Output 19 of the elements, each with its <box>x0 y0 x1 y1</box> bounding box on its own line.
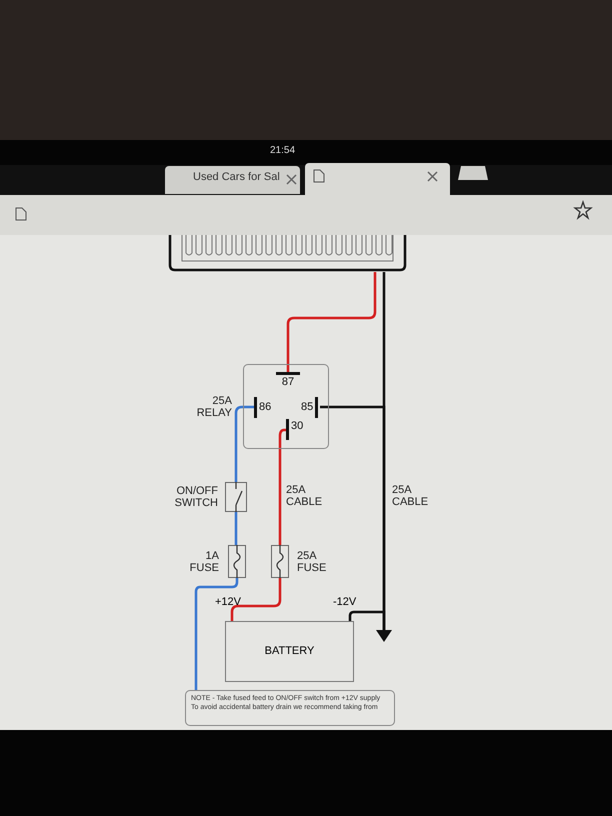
tab-title: Used Cars for Sal <box>193 171 280 183</box>
pin-label: 87 <box>276 372 300 388</box>
component-label: ON/OFF SWITCH <box>174 485 218 509</box>
wire <box>234 512 238 545</box>
pin-label: 30 <box>286 419 304 440</box>
heater-element-drawing <box>170 235 405 271</box>
battery-box: BATTERY <box>225 621 354 682</box>
component-label: 1A FUSE <box>188 550 219 574</box>
pin-label: 85 <box>301 397 318 418</box>
wire <box>348 610 386 630</box>
component-label: 25A RELAY <box>196 395 232 419</box>
ground-symbol <box>376 630 392 642</box>
wire <box>286 272 376 372</box>
terminal-label: +12V <box>215 596 241 608</box>
pin-label: 86 <box>254 397 272 418</box>
wire <box>194 578 238 690</box>
component-label: 25A FUSE <box>297 550 328 574</box>
clock-time: 21:54 <box>270 145 296 156</box>
terminal-label: -12V <box>333 596 356 608</box>
